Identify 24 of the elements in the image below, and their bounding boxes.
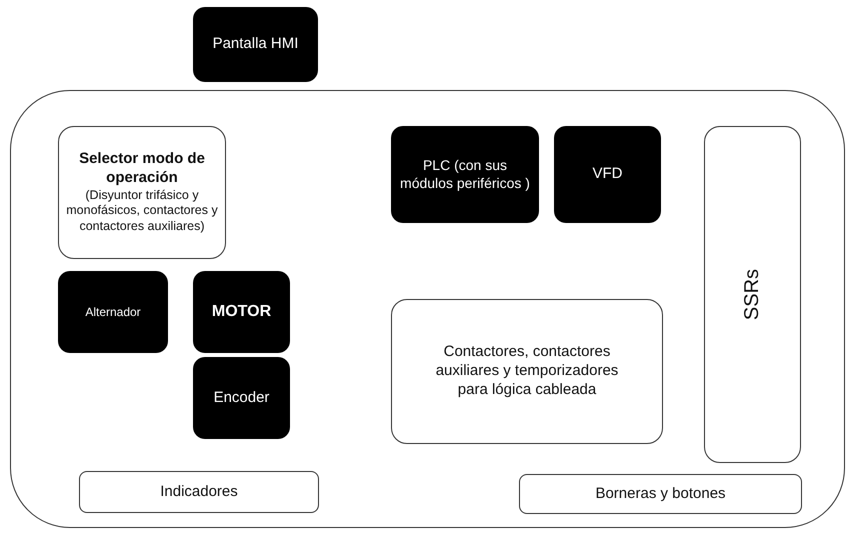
vfd-block xyxy=(554,126,661,223)
selector-box xyxy=(58,126,226,259)
block-label: Borneras y botones xyxy=(595,484,726,504)
block-label: MOTOR xyxy=(212,302,272,322)
ssr-box xyxy=(704,126,801,463)
block-label: VFD xyxy=(592,165,622,184)
block-label: Pantalla HMI xyxy=(212,35,298,54)
encoder-block xyxy=(193,357,290,439)
block-label: Indicadores xyxy=(160,482,238,502)
block-label: Contactores, contactores auxiliares y temporizadores para lógica cableada xyxy=(434,343,620,400)
block-description: (Disyuntor trifásico y monofásicos, contactores y contactores auxiliares) xyxy=(65,188,219,235)
panel-enclosure xyxy=(10,90,845,528)
block-label: Encoder xyxy=(214,388,270,408)
block-label: Selector modo de operación xyxy=(78,150,206,188)
block-label: SSRs xyxy=(740,268,764,320)
block-label: PLC (con sus módulos periféricos ) xyxy=(399,157,531,192)
block-label: Alternador xyxy=(85,304,141,320)
hmi-screen-block xyxy=(193,7,318,82)
indicator-box xyxy=(79,471,319,513)
terminal-box xyxy=(519,474,802,514)
contactor-box xyxy=(391,299,663,444)
alternator-block xyxy=(58,271,168,353)
plc-block xyxy=(391,126,539,223)
motor-block xyxy=(193,271,290,353)
